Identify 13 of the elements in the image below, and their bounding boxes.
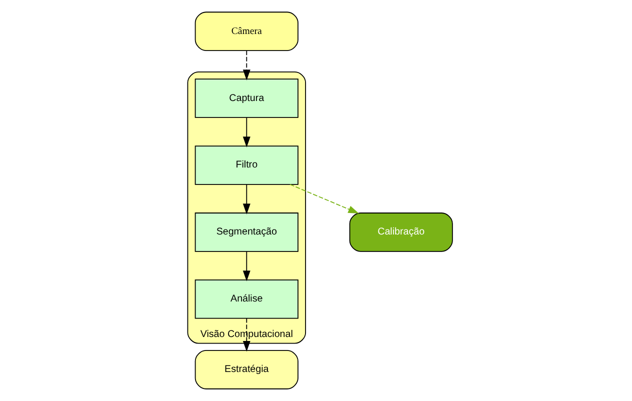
node-box: Estratégia (194, 350, 298, 390)
arrow (242, 50, 250, 80)
node-box: Análise (194, 280, 298, 319)
node-box: Calibração (348, 212, 452, 252)
arrow (242, 184, 250, 214)
node-box: Captura (194, 78, 298, 118)
arrow (289, 184, 358, 214)
node-box: Segmentação (194, 212, 298, 252)
node-box: Filtro (194, 146, 298, 185)
arrow (242, 117, 250, 148)
node-box: Câmera (194, 12, 298, 51)
arrow (242, 318, 250, 352)
arrow (242, 251, 250, 282)
